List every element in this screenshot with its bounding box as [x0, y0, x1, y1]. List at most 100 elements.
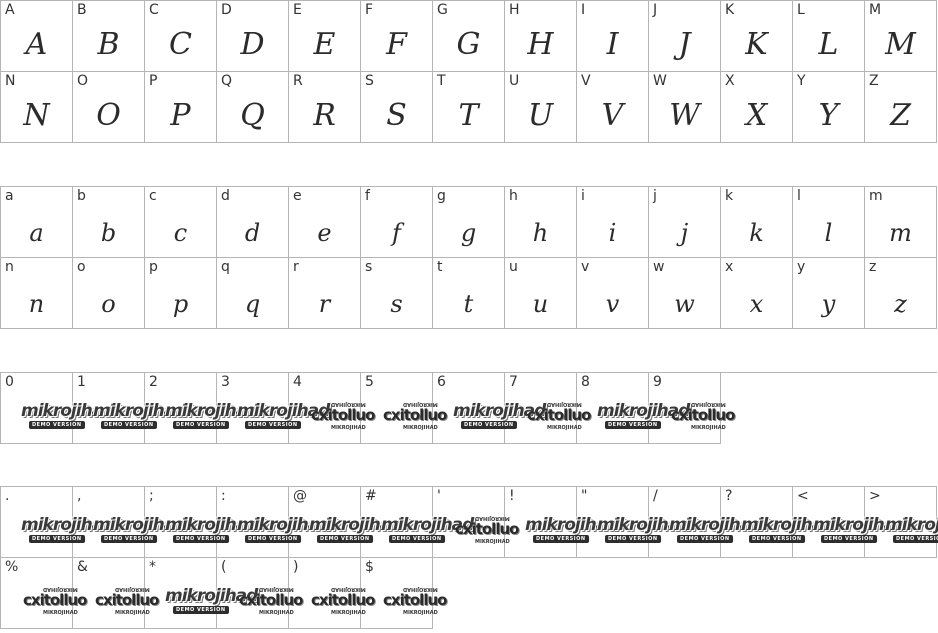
glyph-label: N [5, 73, 16, 89]
glyph-label: X [725, 73, 735, 89]
watermark-text: mikrojihad [741, 515, 834, 535]
watermark-mid: cxitolluo [383, 406, 447, 424]
glyph-label: n [5, 259, 14, 275]
glyph-label: ! [509, 488, 515, 504]
glyph-label: o [77, 259, 86, 275]
watermark-text: mikrojihad [93, 401, 186, 421]
glyph-sample: Q [240, 98, 265, 133]
watermark-bottom: MIKROJIHAD [691, 425, 726, 431]
watermark-tag: DEMO VERSION [101, 421, 157, 429]
glyph-label: 2 [149, 374, 158, 390]
glyph-label: H [509, 2, 520, 18]
glyph-label: K [725, 2, 735, 18]
glyph-label: G [437, 2, 448, 18]
glyph-label: ) [293, 559, 299, 575]
glyph-label: j [653, 188, 657, 204]
watermark-mid: cxitolluo [95, 591, 159, 609]
watermark-bottom: MIKROJIHAD [547, 425, 582, 431]
watermark-tag: DEMO VERSION [173, 606, 229, 614]
glyph-label: J [653, 2, 658, 18]
watermark-bottom: MIKROJIHAD [403, 610, 438, 616]
glyph-label: ? [725, 488, 733, 504]
watermark-tag: DEMO VERSION [893, 535, 938, 543]
glyph-label: y [797, 259, 806, 275]
glyph-label: 4 [293, 374, 302, 390]
glyph-label: I [581, 2, 586, 18]
glyph-sample: j [680, 219, 689, 247]
glyph-label: c [149, 188, 157, 204]
glyph-label: r [293, 259, 299, 275]
glyph-sample: x [749, 290, 764, 318]
glyph-sample: b [100, 219, 117, 247]
watermark-text: mikrojihad [381, 515, 474, 535]
glyph-sample: y [821, 290, 836, 318]
glyph-label: L [797, 2, 805, 18]
watermark-bottom: MIKROJIHAD [403, 425, 438, 431]
glyph-label: Y [797, 73, 806, 89]
glyph-sample: F [386, 27, 407, 62]
glyph-label: q [221, 259, 230, 275]
watermark-text: mikrojihad [597, 515, 690, 535]
glyph-label: p [149, 259, 158, 275]
watermark-text: mikrojihad [165, 586, 258, 606]
glyph-label: U [509, 73, 520, 89]
watermark-text: mikrojihad [453, 401, 546, 421]
glyph-sample: S [386, 98, 407, 133]
watermark-text: mikrojihad [237, 515, 330, 535]
glyph-sample: T [458, 98, 479, 133]
glyph-label: 5 [365, 374, 374, 390]
glyph-sample: o [101, 290, 116, 318]
glyph-label: D [221, 2, 232, 18]
glyph-sample: i [608, 219, 617, 247]
glyph-sample: I [606, 27, 619, 62]
glyph-label: l [797, 188, 801, 204]
glyph-label: 9 [653, 374, 662, 390]
glyph-label: 6 [437, 374, 446, 390]
glyph-sample: H [527, 27, 554, 62]
glyph-sample: c [173, 219, 188, 247]
glyph-sample: k [749, 219, 764, 247]
